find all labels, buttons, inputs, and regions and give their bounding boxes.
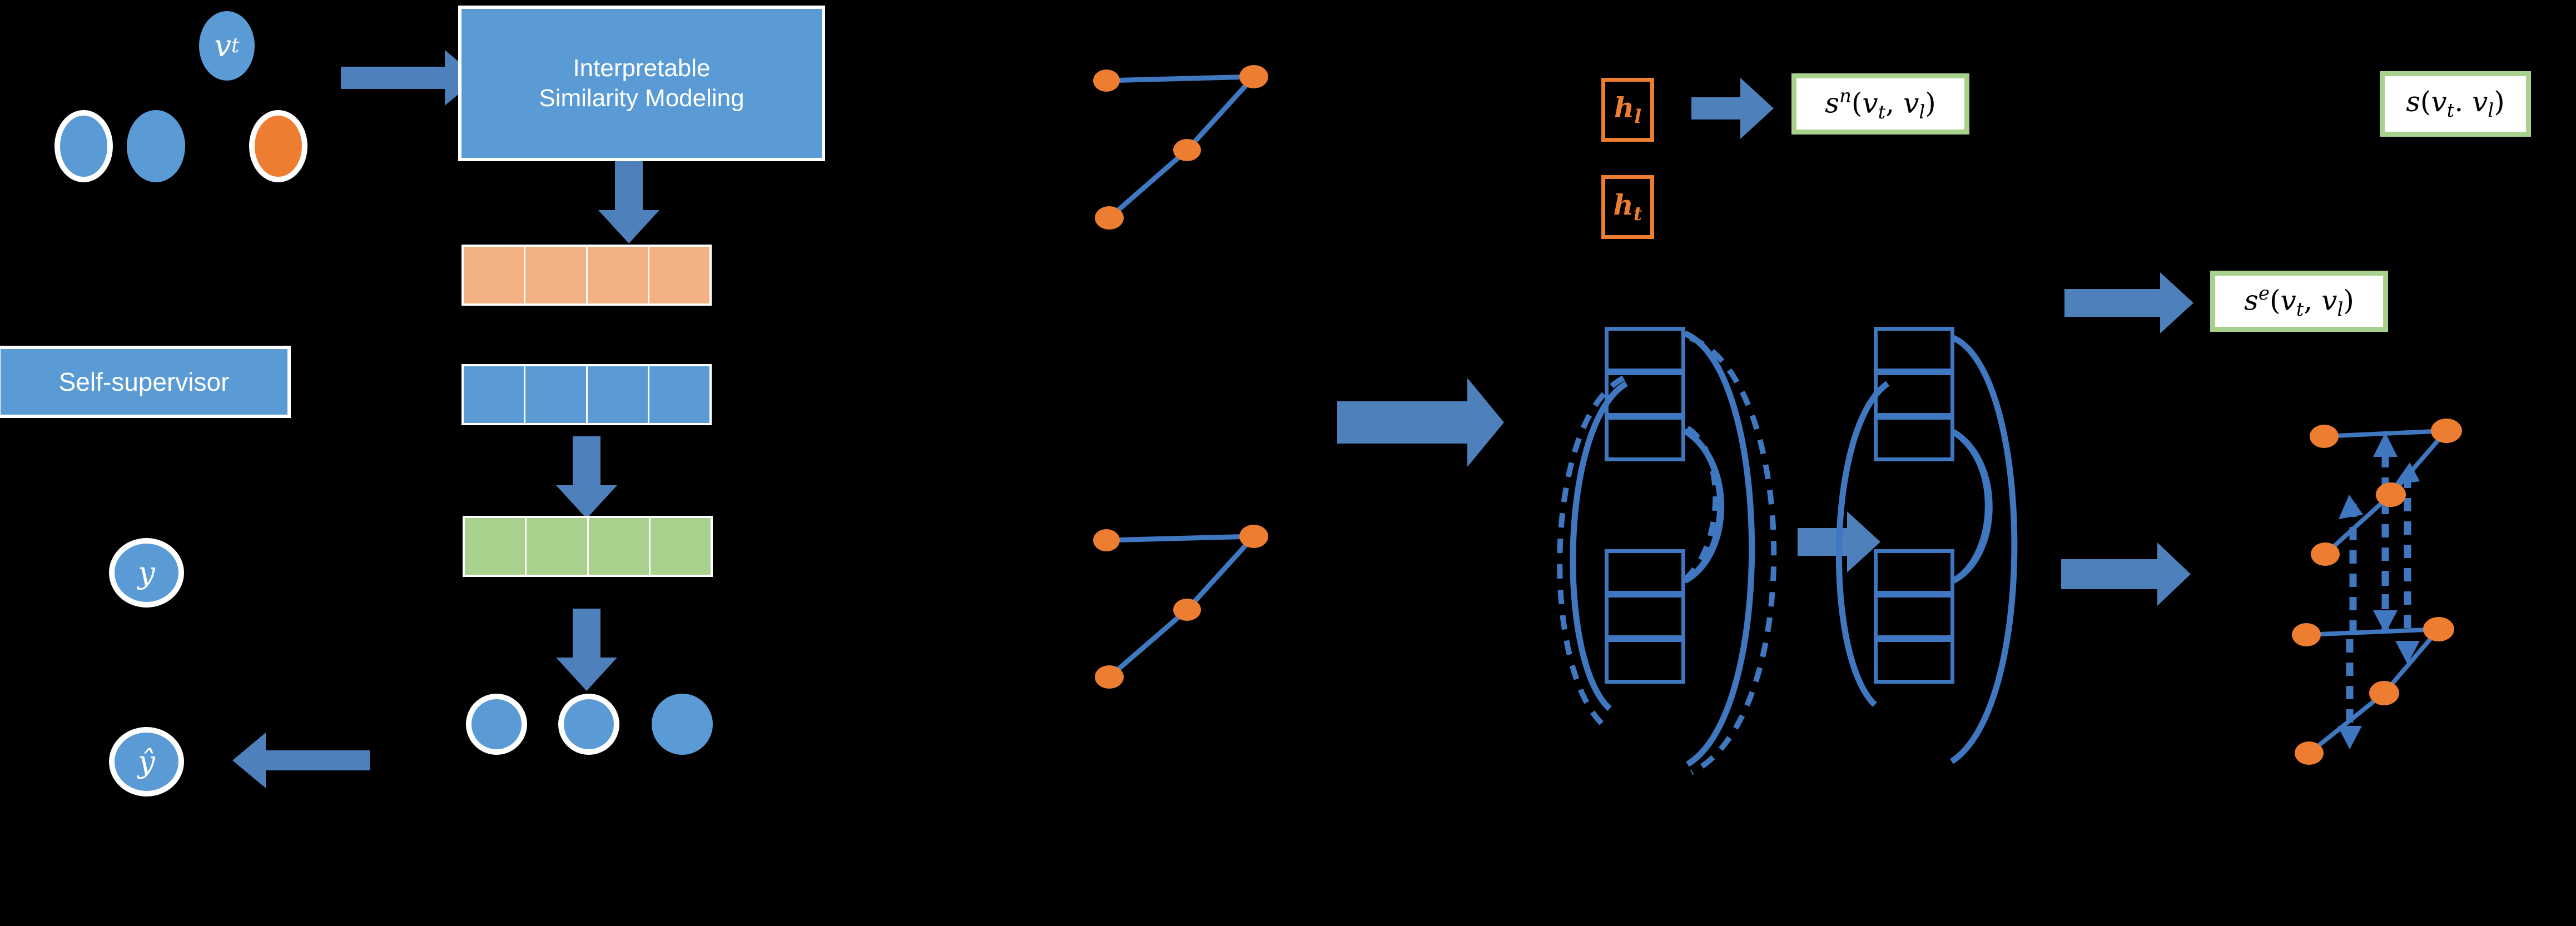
graph-node [2292,623,2321,646]
encoder-cell [1874,416,1954,461]
overall-similarity-formula: s(vt. vl) [2406,86,2505,122]
vector-cell [587,247,649,303]
encoder-cell [1874,327,1954,372]
vector-cell [525,247,588,303]
overall-similarity-score-box[interactable]: s(vt. vl) [2380,71,2531,137]
encoder-stack-left[interactable] [1605,327,1685,766]
prediction-label: ŷ [138,744,155,779]
output-node-1[interactable] [466,694,527,755]
graph-node [1239,525,1268,548]
edge-similarity-formula: se(vt, vl) [2244,282,2354,321]
graph-node [1173,599,1201,621]
self-supervisor-box[interactable]: Self-supervisor [0,346,291,418]
encoder-cell [1605,327,1685,372]
prediction-node-yhat[interactable]: ŷ [109,727,184,796]
encoder-cell [1605,371,1685,417]
graph-node [2376,482,2406,507]
arrow-blue-to-green-vector [556,436,617,519]
encoder-cell [1874,549,1954,595]
vector-cell [588,518,651,575]
interpretable-similarity-modeling-box[interactable]: Interpretable Similarity Modeling [458,6,825,161]
arrow-green-vector-to-nodes [556,609,617,691]
graph-node [2369,681,2399,705]
arrow-encoder-to-output-graph [2061,542,2191,606]
node-similarity-score-box[interactable]: sn(vt, vl) [1791,73,1969,135]
arrow-output-to-prediction [232,733,370,788]
input-graph-bottom [1093,525,1268,689]
orange-feature-vector[interactable] [461,245,712,306]
arrow-model-to-orange-vector [598,161,659,243]
vector-cell [650,518,711,575]
graph-node [2295,741,2324,765]
hidden-state-label: hl [1614,91,1642,128]
encoder-cell [1605,638,1685,684]
graph-node [2310,425,2339,448]
vector-cell [649,366,709,423]
hidden-state-box-hl[interactable]: hl [1601,78,1654,142]
encoder-cell [1874,638,1954,684]
graph-node [1093,69,1120,92]
arrow-graphs-to-encoder [1337,378,1504,467]
arrow-hidden-to-node-score [1691,78,1774,139]
vector-cell [587,366,649,423]
candidate-node-3[interactable] [249,110,307,182]
hidden-state-box-ht[interactable]: ht [1601,175,1654,239]
vector-cell [527,518,589,575]
encoder-cell [1605,549,1685,595]
hidden-state-label: ht [1613,188,1642,226]
encoder-cell [1605,416,1685,461]
graph-node [1095,206,1124,230]
encoder-cell [1874,371,1954,417]
graph-node [2311,542,2340,566]
vector-cell [649,247,709,303]
vector-cell [465,518,527,575]
ground-truth-label: y [138,555,155,590]
graph-node [1239,65,1268,88]
self-supervisor-label: Self-supervisor [58,367,230,396]
vector-cell [525,366,588,423]
model-box-text: Interpretable Similarity Modeling [539,54,744,112]
candidate-node-1[interactable] [54,110,113,182]
vector-cell [464,247,526,303]
graph-node [1095,665,1124,689]
graph-node [1173,139,1201,161]
vector-cell [464,366,526,423]
graph-node [2431,419,2462,443]
graph-node [1093,529,1120,551]
encoder-cell [1874,594,1954,639]
graph-node [2423,617,2454,641]
output-node-2[interactable] [558,694,619,755]
edge-similarity-score-box[interactable]: se(vt, vl) [2210,271,2388,332]
input-graph-top [1093,65,1268,230]
encoder-stack-right[interactable] [1874,327,1954,766]
output-node-3[interactable] [652,694,713,755]
arrow-to-edge-score [2064,272,2193,333]
ground-truth-node-y[interactable]: y [109,538,184,608]
candidate-node-2[interactable] [127,110,185,182]
green-feature-vector[interactable] [463,516,713,577]
node-similarity-formula: sn(vt, vl) [1825,84,1936,123]
arrow-input-to-model [341,50,478,106]
arrow-encoder-left-to-right [1798,511,1880,572]
aligned-graph [2292,419,2462,765]
encoder-cell [1605,594,1685,639]
blue-feature-vector[interactable] [461,364,712,425]
